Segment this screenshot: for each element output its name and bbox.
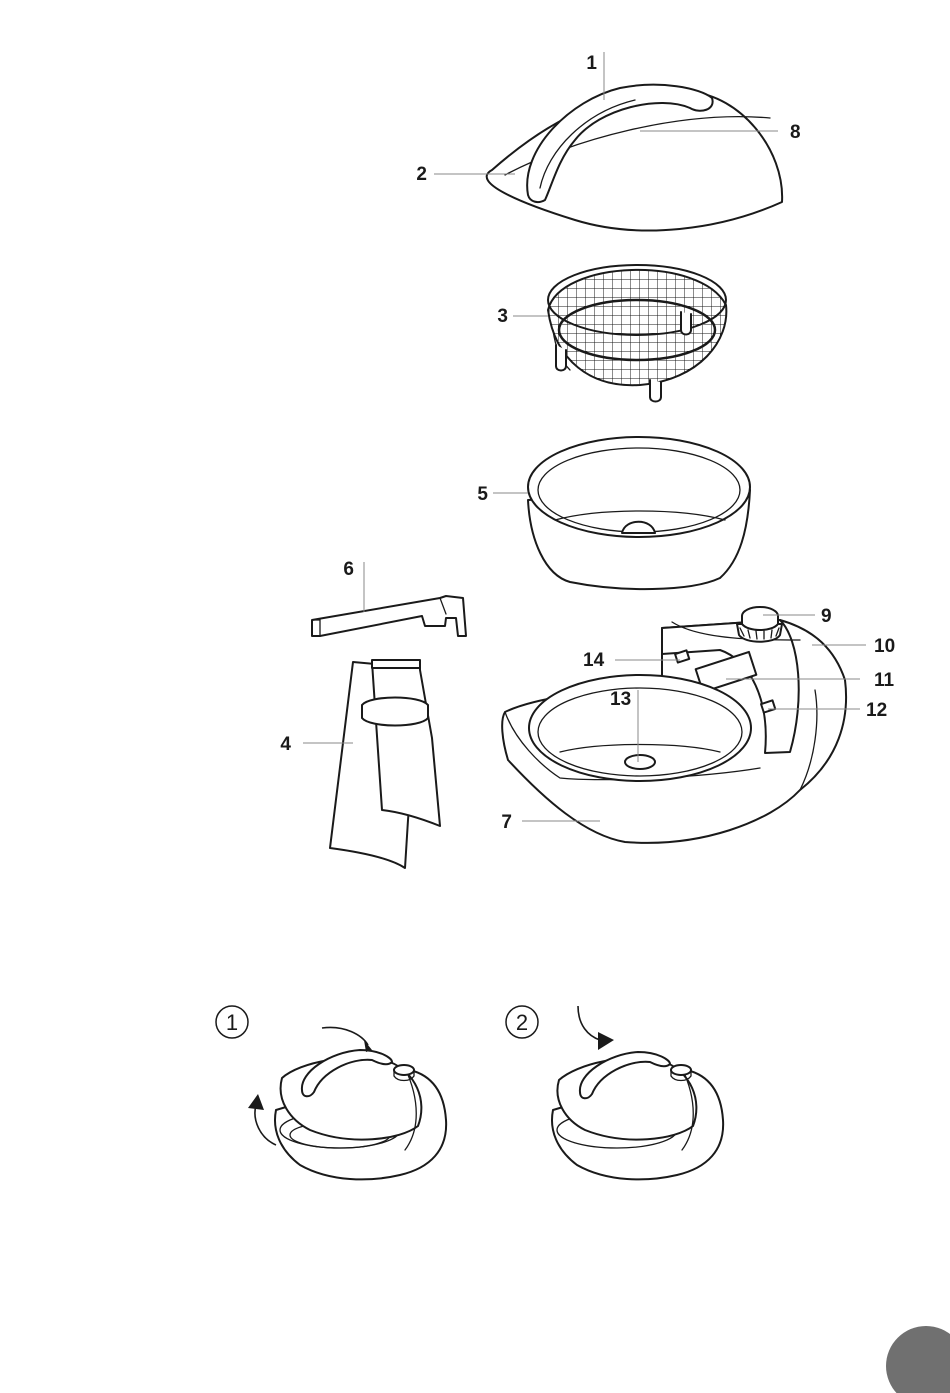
callout-6: 6 [343,559,354,580]
step-2-illustration: 2 [506,1006,723,1179]
callout-12: 12 [866,700,887,721]
removable-bowl [528,437,750,589]
timer-knob [737,607,782,642]
removable-handle [312,596,466,636]
callout-9: 9 [821,606,832,627]
callout-13: 13 [610,689,631,710]
stand [330,660,440,868]
callout-1: 1 [586,53,597,74]
callout-8: 8 [790,122,801,143]
callout-2: 2 [416,164,427,185]
step-1-illustration: 1 [216,1006,446,1179]
step-2-number: 2 [516,1010,528,1035]
callout-3: 3 [497,306,508,327]
callout-4: 4 [280,734,291,755]
frying-basket [548,265,726,402]
callout-10: 10 [874,636,895,657]
step-1-number: 1 [226,1010,238,1035]
lid [487,85,782,231]
callout-7: 7 [501,812,512,833]
callout-11: 11 [874,670,895,691]
callout-5: 5 [477,484,488,505]
callout-14: 14 [583,650,605,671]
main-body [502,607,846,843]
page-corner-badge [886,1326,950,1393]
